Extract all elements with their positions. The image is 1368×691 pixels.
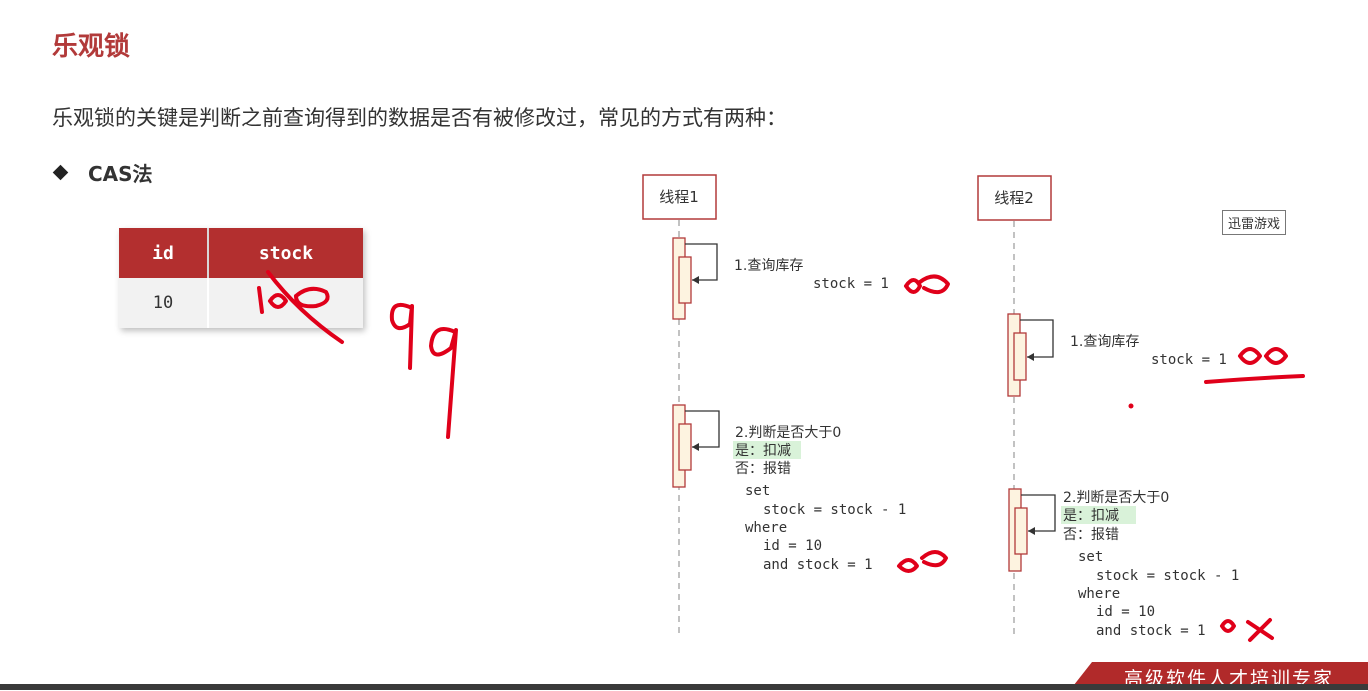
thread1-activation-check	[672, 404, 720, 488]
ink-dot	[1128, 403, 1134, 409]
ink-thread2-stock	[1204, 347, 1305, 384]
slide-title: 乐观锁	[52, 32, 131, 62]
cell-id: 10	[119, 278, 209, 328]
thread1-yes-highlight	[733, 441, 801, 459]
footer-line	[0, 684, 1368, 690]
thread2-yes-highlight	[1061, 506, 1136, 524]
thread2-step2: 2.判断是否大于0	[1063, 490, 1169, 506]
thread1-step2: 2.判断是否大于0	[735, 425, 841, 441]
ink-thread1-and	[897, 550, 948, 573]
bullet-cas: CAS法	[52, 158, 153, 187]
thread1-yes: 是：扣减	[735, 443, 791, 459]
thread1-no: 否：报错	[735, 461, 791, 477]
stock-table: id stock 10	[119, 228, 363, 328]
thread1-sql-where: where	[745, 520, 787, 536]
thread2-no: 否：报错	[1063, 527, 1119, 543]
handwritten-annotations	[257, 270, 1305, 642]
ink-99-first	[389, 303, 414, 370]
thread1-sql-and: and stock = 1	[763, 557, 873, 573]
ink-table-100	[257, 270, 344, 344]
table-row: 10	[119, 278, 363, 328]
thread2-sql-where: where	[1078, 586, 1120, 602]
thread2-yes: 是：扣减	[1063, 508, 1119, 524]
col-header-id: id	[119, 228, 209, 278]
thread2-sql-id: id = 10	[1096, 604, 1155, 620]
bullet-label: CAS法	[88, 162, 153, 186]
ink-thread2-and	[1220, 618, 1274, 642]
thread1-activation-query	[672, 237, 718, 320]
col-header-stock: stock	[208, 228, 363, 278]
thread1-step1: 1.查询库存	[734, 258, 803, 274]
thread1-box	[642, 174, 717, 220]
thread2-label: 线程2	[994, 189, 1034, 207]
thread2-activation-query	[1007, 313, 1054, 397]
ink-thread1-stock1	[904, 274, 950, 295]
thread1-sql-set: set	[745, 483, 770, 499]
intro-text: 乐观锁的关键是判断之前查询得到的数据是否有被修改过，常见的方式有两种：	[52, 106, 787, 130]
thread2-sql-set: set	[1078, 549, 1103, 565]
watermark-badge: 迅雷游戏	[1222, 210, 1287, 235]
thread2-stock-line: stock = 1	[1151, 352, 1227, 368]
thread1-label: 线程1	[659, 188, 699, 206]
thread2-sql-assign: stock = stock - 1	[1096, 568, 1239, 584]
ink-99-second	[429, 327, 458, 439]
thread1-sql-id: id = 10	[763, 538, 822, 554]
table-header-row: id stock	[119, 228, 363, 278]
thread1-sql-assign: stock = stock - 1	[763, 502, 906, 518]
thread2-box	[977, 175, 1052, 221]
thread1-stock-line: stock = 1	[813, 276, 889, 292]
thread2-activation-check	[1008, 488, 1056, 572]
thread2-step1: 1.查询库存	[1070, 334, 1139, 350]
thread2-sql-and: and stock = 1	[1096, 623, 1206, 639]
